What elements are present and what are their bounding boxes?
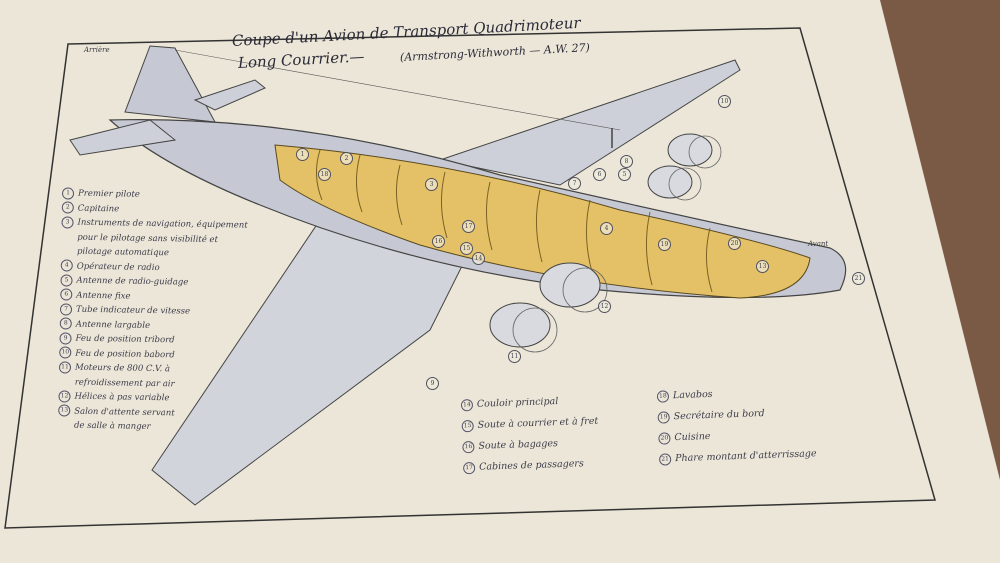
callout-marker: 17 bbox=[462, 220, 475, 233]
legend-number: 7 bbox=[59, 302, 73, 316]
frame-border bbox=[4, 27, 936, 529]
legend-number: 4 bbox=[60, 259, 73, 272]
legend-text: Opérateur de radio bbox=[76, 261, 160, 273]
legend-text: Antenne largable bbox=[75, 319, 151, 331]
legend-text: Premier pilote bbox=[77, 188, 140, 200]
legend-number: 13 bbox=[58, 404, 71, 417]
legend-number: 16 bbox=[462, 440, 475, 453]
callout-marker: 6 bbox=[593, 168, 606, 181]
legend-number: 10 bbox=[59, 346, 72, 359]
callout-marker: 13 bbox=[756, 260, 769, 273]
legend-text: Cabines de passagers bbox=[478, 458, 584, 473]
legend-number: 8 bbox=[59, 317, 72, 330]
callout-marker: 12 bbox=[598, 300, 611, 313]
legend-text: Cuisine bbox=[674, 430, 711, 444]
legend-number: 5 bbox=[60, 273, 73, 287]
legend-number: 19 bbox=[657, 410, 670, 424]
legend-text: Feu de position tribord bbox=[75, 333, 175, 346]
engines bbox=[489, 133, 713, 348]
legend-number: 1 bbox=[61, 186, 75, 200]
legend-text: Couloir principal bbox=[476, 396, 559, 410]
legend-text: Tube indicateur de vitesse bbox=[75, 304, 191, 317]
legend-text: refroidissement par air bbox=[74, 377, 175, 389]
legend-number: 20 bbox=[658, 431, 671, 445]
propellers bbox=[512, 135, 722, 353]
stabilizer-left bbox=[69, 119, 177, 156]
callout-marker: 3 bbox=[425, 178, 438, 191]
callout-marker: 18 bbox=[318, 168, 331, 181]
callout-marker: 15 bbox=[460, 242, 473, 255]
callout-marker: 8 bbox=[620, 155, 633, 168]
legend-number: 9 bbox=[59, 331, 72, 345]
legend-text: Antenne de radio-guidage bbox=[76, 275, 189, 288]
callout-marker: 5 bbox=[618, 168, 631, 181]
cabin-frames bbox=[316, 149, 713, 293]
legend-text: Feu de position babord bbox=[75, 348, 175, 360]
wing-upper bbox=[438, 59, 741, 186]
callout-marker: 7 bbox=[568, 177, 581, 190]
legend-text: Instruments de navigation, équipement bbox=[77, 217, 248, 231]
legend-text: Soute à bagages bbox=[478, 438, 559, 452]
legend-number: 18 bbox=[656, 389, 670, 403]
callout-marker: 14 bbox=[472, 252, 485, 265]
legend-text: Antenne fixe bbox=[76, 290, 131, 302]
legend-number: 15 bbox=[461, 419, 474, 432]
legend-number: 14 bbox=[460, 398, 474, 411]
callout-marker: 19 bbox=[658, 238, 671, 251]
legend-text: Lavabos bbox=[672, 388, 713, 402]
cabin-cutaway bbox=[274, 144, 811, 299]
legend-number: 21 bbox=[658, 452, 672, 466]
callout-marker: 21 bbox=[852, 272, 865, 285]
callout-marker: 4 bbox=[600, 222, 613, 235]
legend-text: Moteurs de 800 C.V. à bbox=[74, 362, 171, 375]
callout-marker: 20 bbox=[728, 237, 741, 250]
callout-marker: 2 bbox=[340, 152, 353, 165]
legend-number: 2 bbox=[61, 201, 74, 214]
callout-marker: 1 bbox=[296, 148, 309, 161]
legend-text: pilotage automatique bbox=[76, 246, 170, 259]
legend-text: de salle à manger bbox=[73, 420, 151, 432]
callout-marker: 16 bbox=[432, 235, 445, 248]
legend-number: 12 bbox=[58, 389, 71, 403]
legend-text: Capitaine bbox=[77, 203, 120, 214]
stabilizer-right bbox=[193, 79, 266, 111]
legend-number: 3 bbox=[61, 215, 74, 229]
legend-number: 6 bbox=[60, 288, 73, 301]
callout-marker: 10 bbox=[718, 95, 731, 108]
tail-fin bbox=[124, 45, 216, 123]
callout-marker: 9 bbox=[426, 377, 439, 390]
legend-text: Salon d'attente servant bbox=[74, 406, 175, 418]
legend-text: Secrétaire du bord bbox=[673, 408, 765, 423]
legend-text: Soute à courrier et à fret bbox=[477, 415, 599, 431]
legend-text: Hélices à pas variable bbox=[74, 391, 170, 404]
legend-text: Phare montant d'atterrissage bbox=[674, 448, 817, 465]
legend-number: 17 bbox=[462, 461, 476, 474]
label-rear: Arrière bbox=[84, 46, 110, 54]
antenna-wire bbox=[174, 49, 621, 131]
callout-marker: 11 bbox=[508, 350, 521, 363]
legend-text: pour le pilotage sans visibilité et bbox=[77, 232, 219, 245]
label-front: Avant bbox=[808, 240, 829, 248]
legend-number: 11 bbox=[58, 360, 72, 374]
